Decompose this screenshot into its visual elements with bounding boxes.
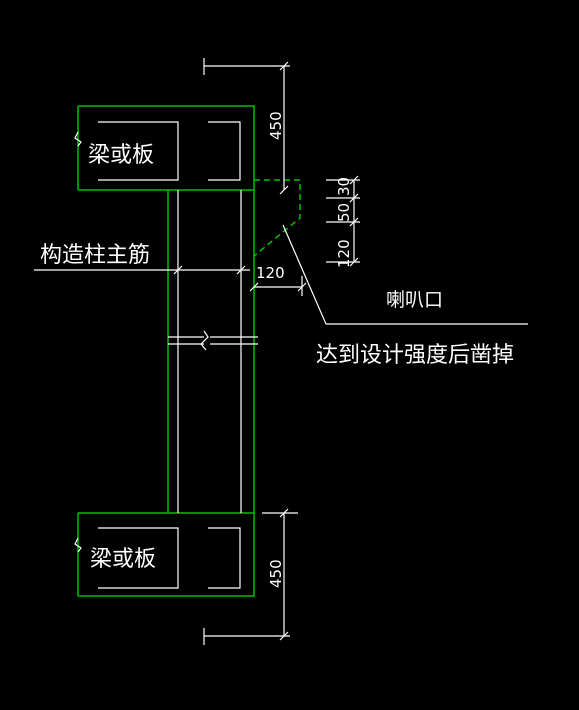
remove-after-strength-note: 达到设计强度后凿掉 bbox=[316, 343, 514, 368]
dimension-450-top: 450 bbox=[267, 111, 285, 140]
beam-label-top: 梁或板 bbox=[88, 143, 154, 168]
horizontal-120-dimension bbox=[249, 276, 307, 296]
dimension-450-bottom: 450 bbox=[267, 559, 285, 588]
bell-mouth-dashed-outline bbox=[253, 179, 301, 257]
main-rebar-leader bbox=[34, 265, 250, 275]
dimension-120-vertical: 120 bbox=[335, 239, 353, 268]
bottom-450-dimension-lines bbox=[203, 508, 298, 645]
beam-break-ticks bbox=[74, 131, 82, 553]
dimension-120-horizontal: 120 bbox=[256, 264, 285, 282]
right-dimension-chain bbox=[326, 175, 360, 267]
main-rebars bbox=[177, 190, 242, 513]
column-break-mark bbox=[168, 330, 258, 351]
bottom-beam-outline bbox=[77, 512, 255, 597]
bell-mouth-leader bbox=[282, 224, 528, 325]
stirrup-brackets bbox=[98, 121, 241, 589]
top-450-dimension-lines bbox=[203, 58, 290, 195]
dimension-50: 50 bbox=[335, 203, 353, 222]
bell-mouth-label: 喇叭口 bbox=[386, 289, 443, 311]
top-beam-outline bbox=[77, 105, 255, 191]
main-rebar-label: 构造柱主筋 bbox=[40, 243, 150, 268]
column-outline bbox=[167, 190, 255, 513]
dimension-30: 30 bbox=[335, 177, 353, 196]
beam-label-bottom: 梁或板 bbox=[90, 547, 156, 572]
